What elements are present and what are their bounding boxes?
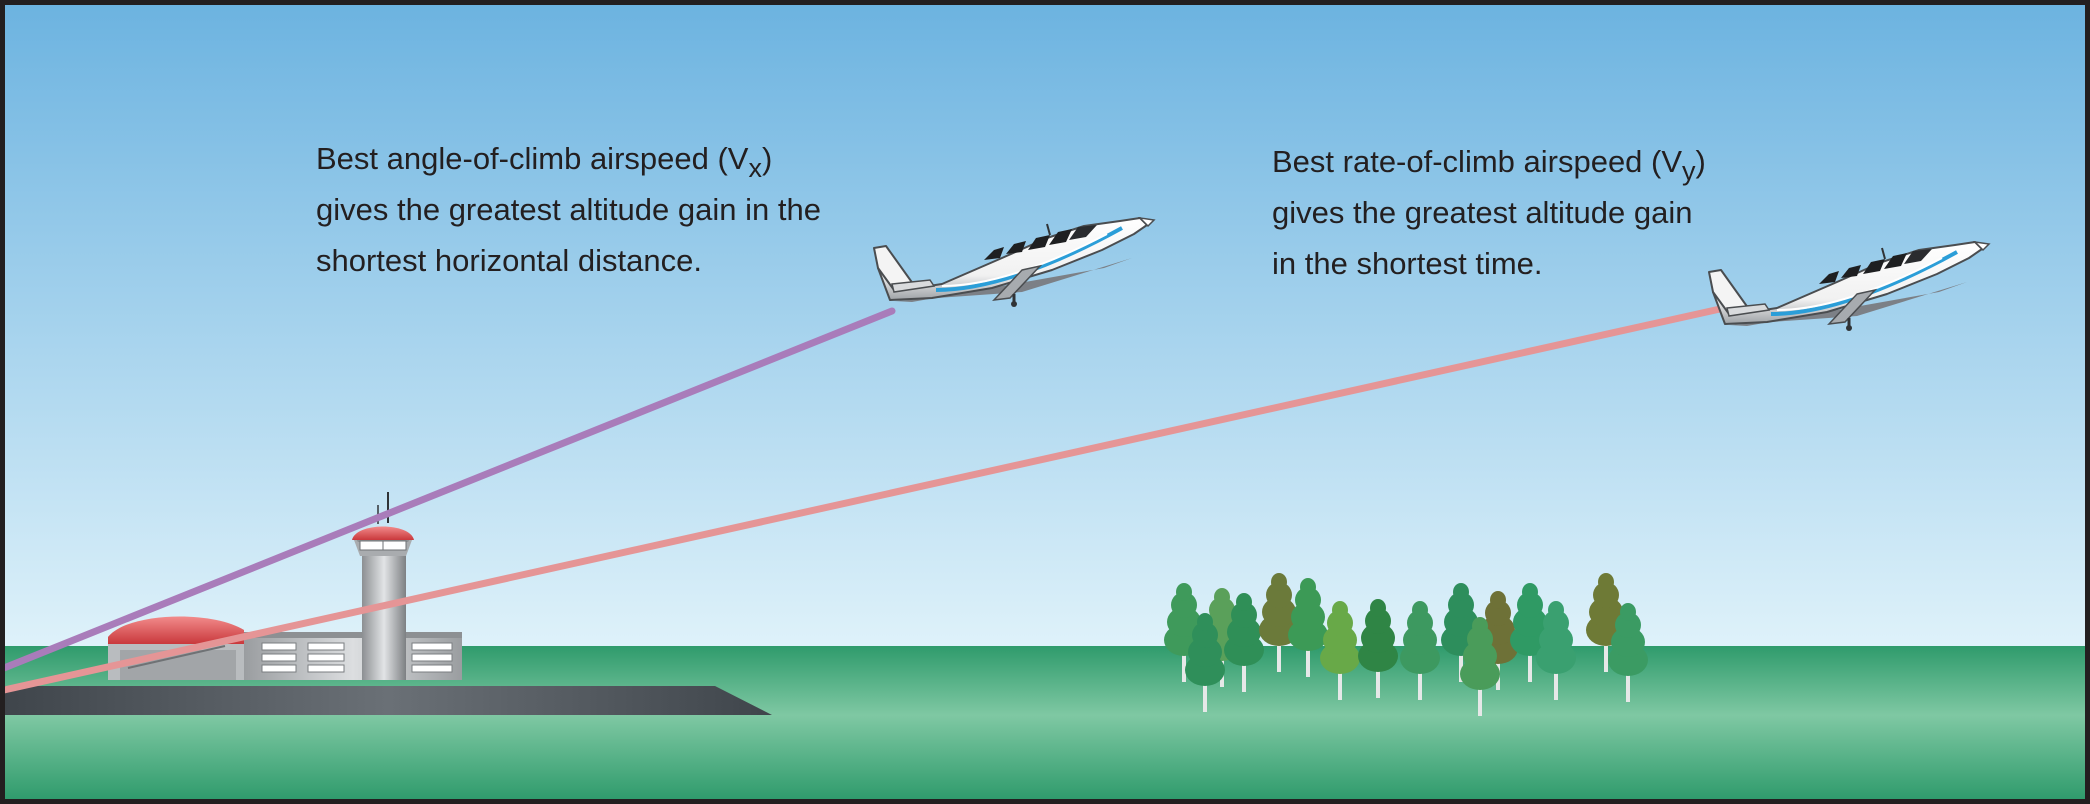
terminal-building: [108, 616, 462, 680]
vx-climb-path: [0, 307, 896, 672]
runway: [4, 686, 772, 715]
sky: [4, 4, 2086, 649]
vx-caption-subscript: x: [748, 153, 762, 183]
vx-caption: Best angle-of-climb airspeed (Vx) gives …: [316, 133, 821, 286]
vx-caption-prefix: Best angle-of-climb airspeed (V: [316, 141, 749, 176]
vy-caption-line3: in the shortest time.: [1272, 246, 1543, 281]
vy-caption-prefix: Best rate-of-climb airspeed (V: [1272, 144, 1683, 179]
vx-caption-line1: Best angle-of-climb airspeed (Vx): [316, 133, 821, 184]
vy-caption-line1: Best rate-of-climb airspeed (Vy): [1272, 136, 1706, 187]
vy-caption-suffix: ): [1695, 144, 1706, 179]
vy-caption-subscript: y: [1682, 156, 1696, 186]
vy-caption: Best rate-of-climb airspeed (Vy) gives t…: [1272, 136, 1706, 289]
vy-climb-path: [0, 305, 1724, 694]
control-tower: [352, 492, 414, 680]
vy-caption-line2: gives the greatest altitude gain: [1272, 195, 1693, 230]
vx-caption-line2: gives the greatest altitude gain in the: [316, 192, 821, 227]
vx-caption-line3: shortest horizontal distance.: [316, 243, 702, 278]
vx-caption-suffix: ): [761, 141, 773, 176]
